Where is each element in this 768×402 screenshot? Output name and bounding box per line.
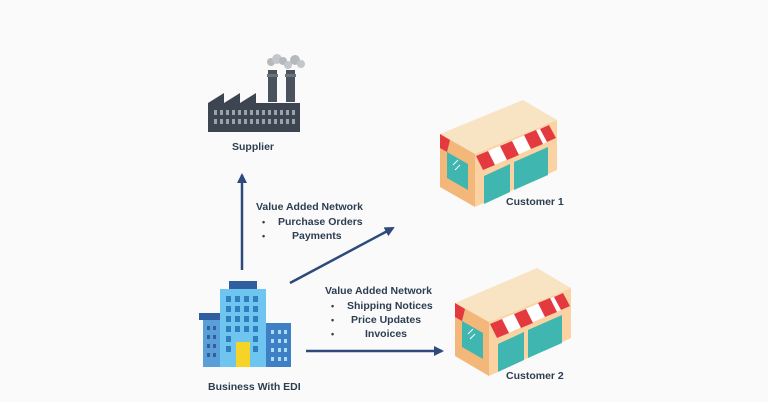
list-item: Payments	[256, 229, 363, 243]
business-label: Business With EDI	[208, 381, 301, 393]
customer-2-label: Customer 2	[506, 370, 564, 382]
supplier-label: Supplier	[232, 141, 275, 153]
network-title: Value Added Network	[256, 201, 363, 213]
list-item: Shipping Notices	[325, 299, 433, 313]
list-item: Price Updates	[325, 313, 433, 327]
customer-1-label: Customer 1	[506, 196, 564, 208]
store-icon	[455, 268, 571, 376]
network-title: Value Added Network	[325, 285, 432, 297]
office-building-icon	[199, 281, 291, 367]
network-box: Value Added Network Purchase Orders Paym…	[256, 201, 363, 243]
network-item-list: Purchase Orders Payments	[256, 215, 363, 243]
network-item-list: Shipping Notices Price Updates Invoices	[325, 299, 433, 341]
network-box: Value Added Network Shipping Notices Pri…	[325, 285, 433, 341]
factory-icon	[208, 54, 305, 132]
arrow-to-customer-1	[289, 226, 395, 285]
list-item: Invoices	[325, 327, 433, 341]
store-icon	[440, 100, 557, 207]
list-item: Purchase Orders	[256, 215, 363, 229]
